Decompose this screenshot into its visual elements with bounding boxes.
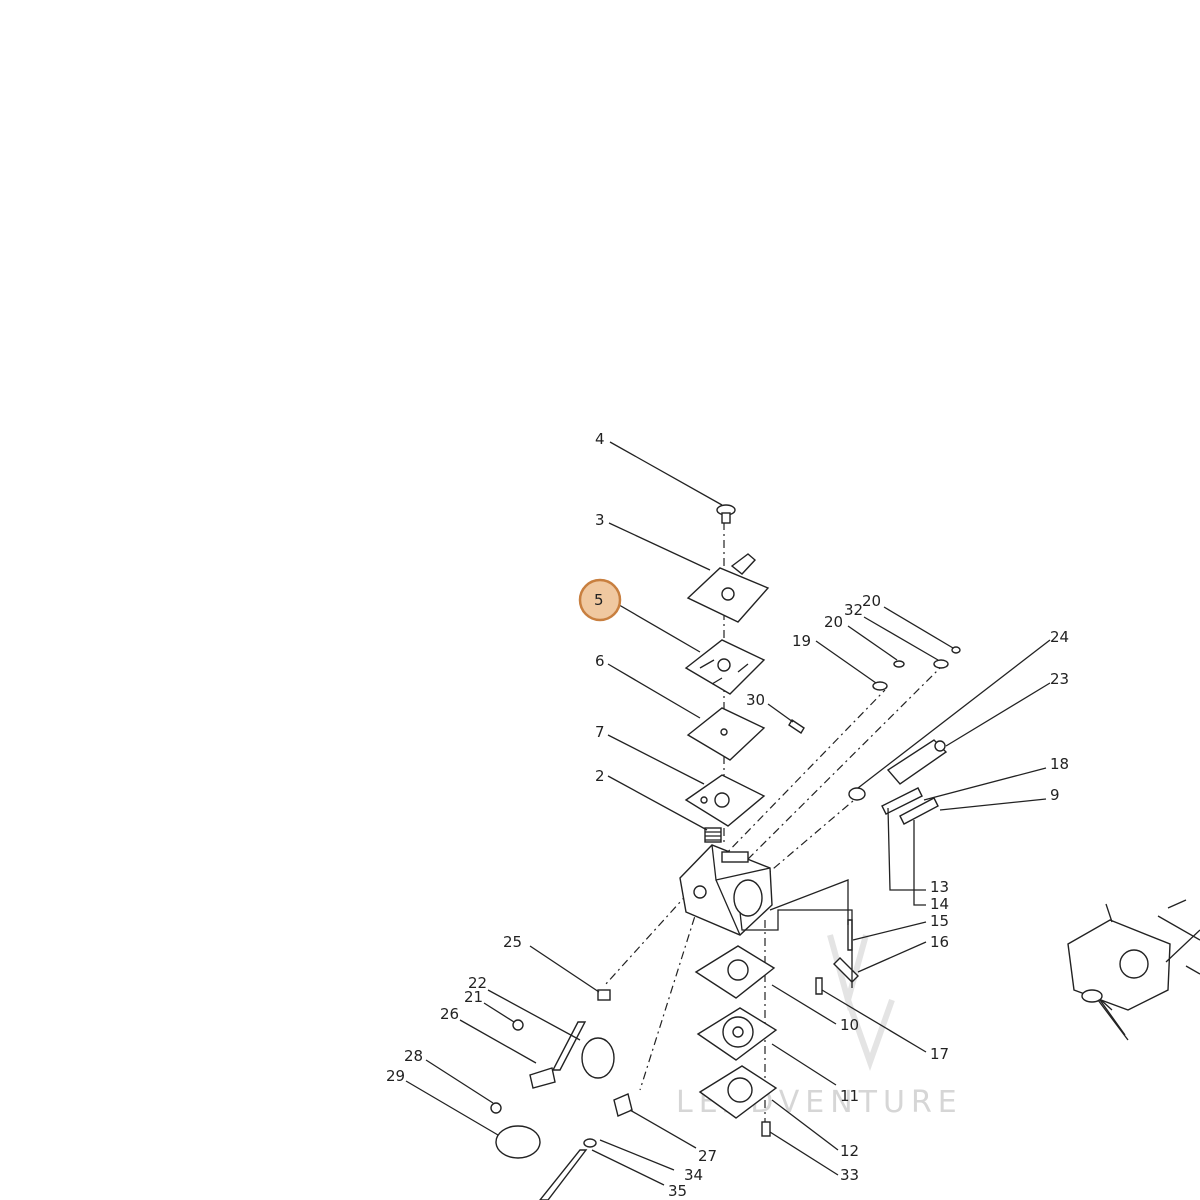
label-part-15[interactable]: 15 [930, 912, 949, 930]
label-part-13[interactable]: 13 [930, 878, 949, 896]
part-12-cover [698, 1065, 778, 1119]
callout-labels: 4 3 5 6 7 2 19 30 20 32 20 24 23 18 9 13… [386, 430, 1069, 1200]
label-part-2[interactable]: 2 [595, 767, 605, 785]
inset-carburetor-thumbnail [1067, 899, 1200, 1036]
part-23-fuel-fitting [886, 739, 948, 785]
label-part-35[interactable]: 35 [668, 1182, 687, 1200]
part-3-cover [686, 553, 770, 623]
part-5-gasket [684, 639, 766, 695]
label-part-20-left[interactable]: 20 [824, 613, 843, 631]
label-part-7[interactable]: 7 [595, 723, 605, 741]
label-part-9[interactable]: 9 [1050, 786, 1060, 804]
part-4-screw [716, 504, 736, 524]
part-28-29-choke [490, 1102, 541, 1159]
label-part-23[interactable]: 23 [1050, 670, 1069, 688]
part-30-pin [788, 719, 805, 734]
part-17-screw [815, 977, 823, 995]
label-part-4[interactable]: 4 [595, 430, 605, 448]
label-part-11[interactable]: 11 [840, 1087, 859, 1105]
label-part-26[interactable]: 26 [440, 1005, 459, 1023]
label-part-19[interactable]: 19 [792, 632, 811, 650]
part-25-nut [597, 989, 611, 1001]
label-part-20-right[interactable]: 20 [862, 592, 881, 610]
label-part-6[interactable]: 6 [595, 652, 605, 670]
label-part-16[interactable]: 16 [930, 933, 949, 951]
part-24-bushing [848, 787, 866, 801]
label-part-5[interactable]: 5 [594, 591, 604, 609]
part-2-spring [704, 827, 722, 843]
label-part-30[interactable]: 30 [746, 691, 765, 709]
label-part-25[interactable]: 25 [503, 933, 522, 951]
highlight-marker-part-5[interactable] [578, 578, 622, 622]
label-part-34[interactable]: 34 [684, 1166, 703, 1184]
label-part-21[interactable]: 21 [464, 988, 483, 1006]
part-10-gasket [694, 945, 776, 999]
label-part-12[interactable]: 12 [840, 1142, 859, 1160]
label-part-24[interactable]: 24 [1050, 628, 1069, 646]
label-part-33[interactable]: 33 [840, 1166, 859, 1184]
label-part-32[interactable]: 32 [844, 601, 863, 619]
part-19-20-32-clips [872, 646, 961, 691]
label-part-3[interactable]: 3 [595, 511, 605, 529]
label-part-10[interactable]: 10 [840, 1016, 859, 1034]
part-27-34-35-shaft [539, 1093, 633, 1200]
carburetor-body [679, 844, 773, 936]
leader-lines [405, 441, 1129, 1186]
part-33-screw [761, 1121, 771, 1137]
label-part-28[interactable]: 28 [404, 1047, 423, 1065]
label-part-14[interactable]: 14 [930, 895, 949, 913]
label-part-27[interactable]: 27 [698, 1147, 717, 1165]
label-part-29[interactable]: 29 [386, 1067, 405, 1085]
assembly-axes [604, 522, 941, 1125]
part-9-18-adjust-screws [881, 787, 939, 825]
part-6-diaphragm [686, 707, 766, 761]
label-part-17[interactable]: 17 [930, 1045, 949, 1063]
part-7-plate [684, 774, 766, 827]
label-part-22[interactable]: 22 [468, 974, 487, 992]
part-11-diaphragm [696, 1007, 778, 1061]
part-21-22-26-throttle [512, 1019, 615, 1089]
label-part-18[interactable]: 18 [1050, 755, 1069, 773]
